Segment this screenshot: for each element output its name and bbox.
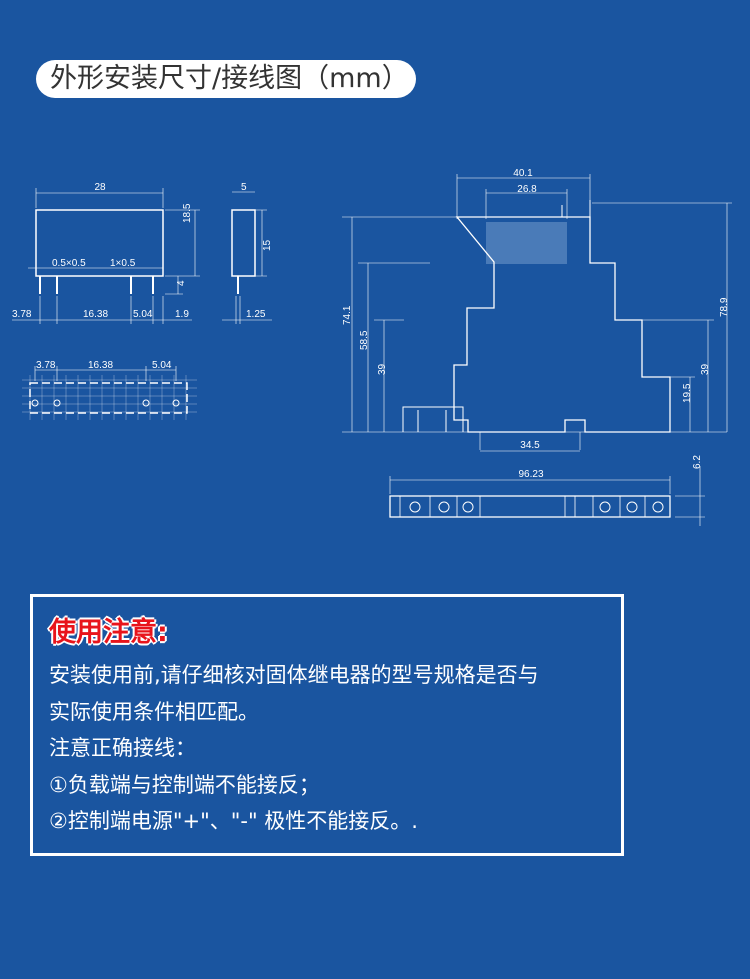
dim-h2: 58.5 [359,330,370,350]
relay-front-view: 28 18.5 4 0.5×0.5 1×0.5 3.78 16.38 5.04 … [12,182,200,324]
relay-side-view: 5 15 1.25 [222,182,273,324]
dim-h5: 39 [700,363,711,375]
dim-rail: 34.5 [520,440,540,451]
dim-side-width: 5 [241,182,247,193]
dimension-drawings: 28 18.5 4 0.5×0.5 1×0.5 3.78 16.38 5.04 … [12,168,732,526]
dim-height: 18.5 [182,203,193,223]
bottom-d1: 3.78 [36,360,56,371]
dim-side-height: 15 [262,239,273,251]
notice-line: ②控制端电源"+"、"-" 极性不能接反。. [49,809,418,833]
dim-d4: 1.9 [175,309,189,320]
dim-h3: 39 [377,363,388,375]
socket-top-view: 96.23 6.2 [389,455,705,526]
dim-pin-length: 4 [176,280,187,286]
bottom-d3: 5.04 [152,360,172,371]
dim-top-width: 40.1 [513,168,533,179]
notice-line: 实际使用条件相匹配。 [49,699,259,724]
dim-pin-a: 0.5×0.5 [52,258,86,269]
notice-box: 使用注意: 安装使用前,请仔细核对固体继电器的型号规格是否与 实际使用条件相匹配… [30,594,624,856]
dim-d2: 16.38 [83,309,108,320]
relay-bottom-view: 3.78 16.38 5.04 [22,360,197,420]
bottom-d2: 16.38 [88,360,113,371]
dim-window-width: 26.8 [517,184,537,195]
dim-side-pin: 1.25 [246,309,266,320]
notice-line: 安装使用前,请仔细核对固体继电器的型号规格是否与 [49,663,539,687]
dim-length: 96.23 [518,469,543,480]
dim-thickness: 6.2 [692,455,703,469]
notice-line: 注意正确接线： [49,736,196,760]
notice-heading: 使用注意: [49,617,168,648]
socket-front-view: 40.1 26.8 74.1 58.5 39 78.9 39 19.5 34.5 [342,168,732,452]
dim-width: 28 [94,182,106,193]
dim-d1: 3.78 [12,309,32,320]
section-title: 外形安装尺寸/接线图（mm） [36,60,416,98]
dim-h6: 19.5 [682,383,693,403]
dim-d3: 5.04 [133,309,153,320]
dim-h1: 74.1 [342,305,353,325]
dim-h4: 78.9 [719,297,730,317]
notice-line: ①负载端与控制端不能接反； [49,772,320,797]
dim-pin-b: 1×0.5 [110,258,136,269]
